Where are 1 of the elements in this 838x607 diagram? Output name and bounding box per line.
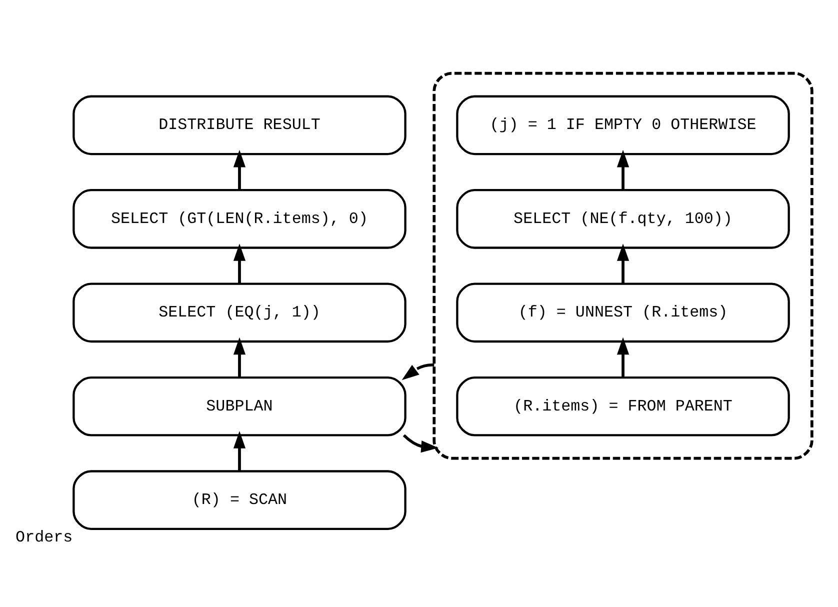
node-label: Orders <box>16 528 73 546</box>
